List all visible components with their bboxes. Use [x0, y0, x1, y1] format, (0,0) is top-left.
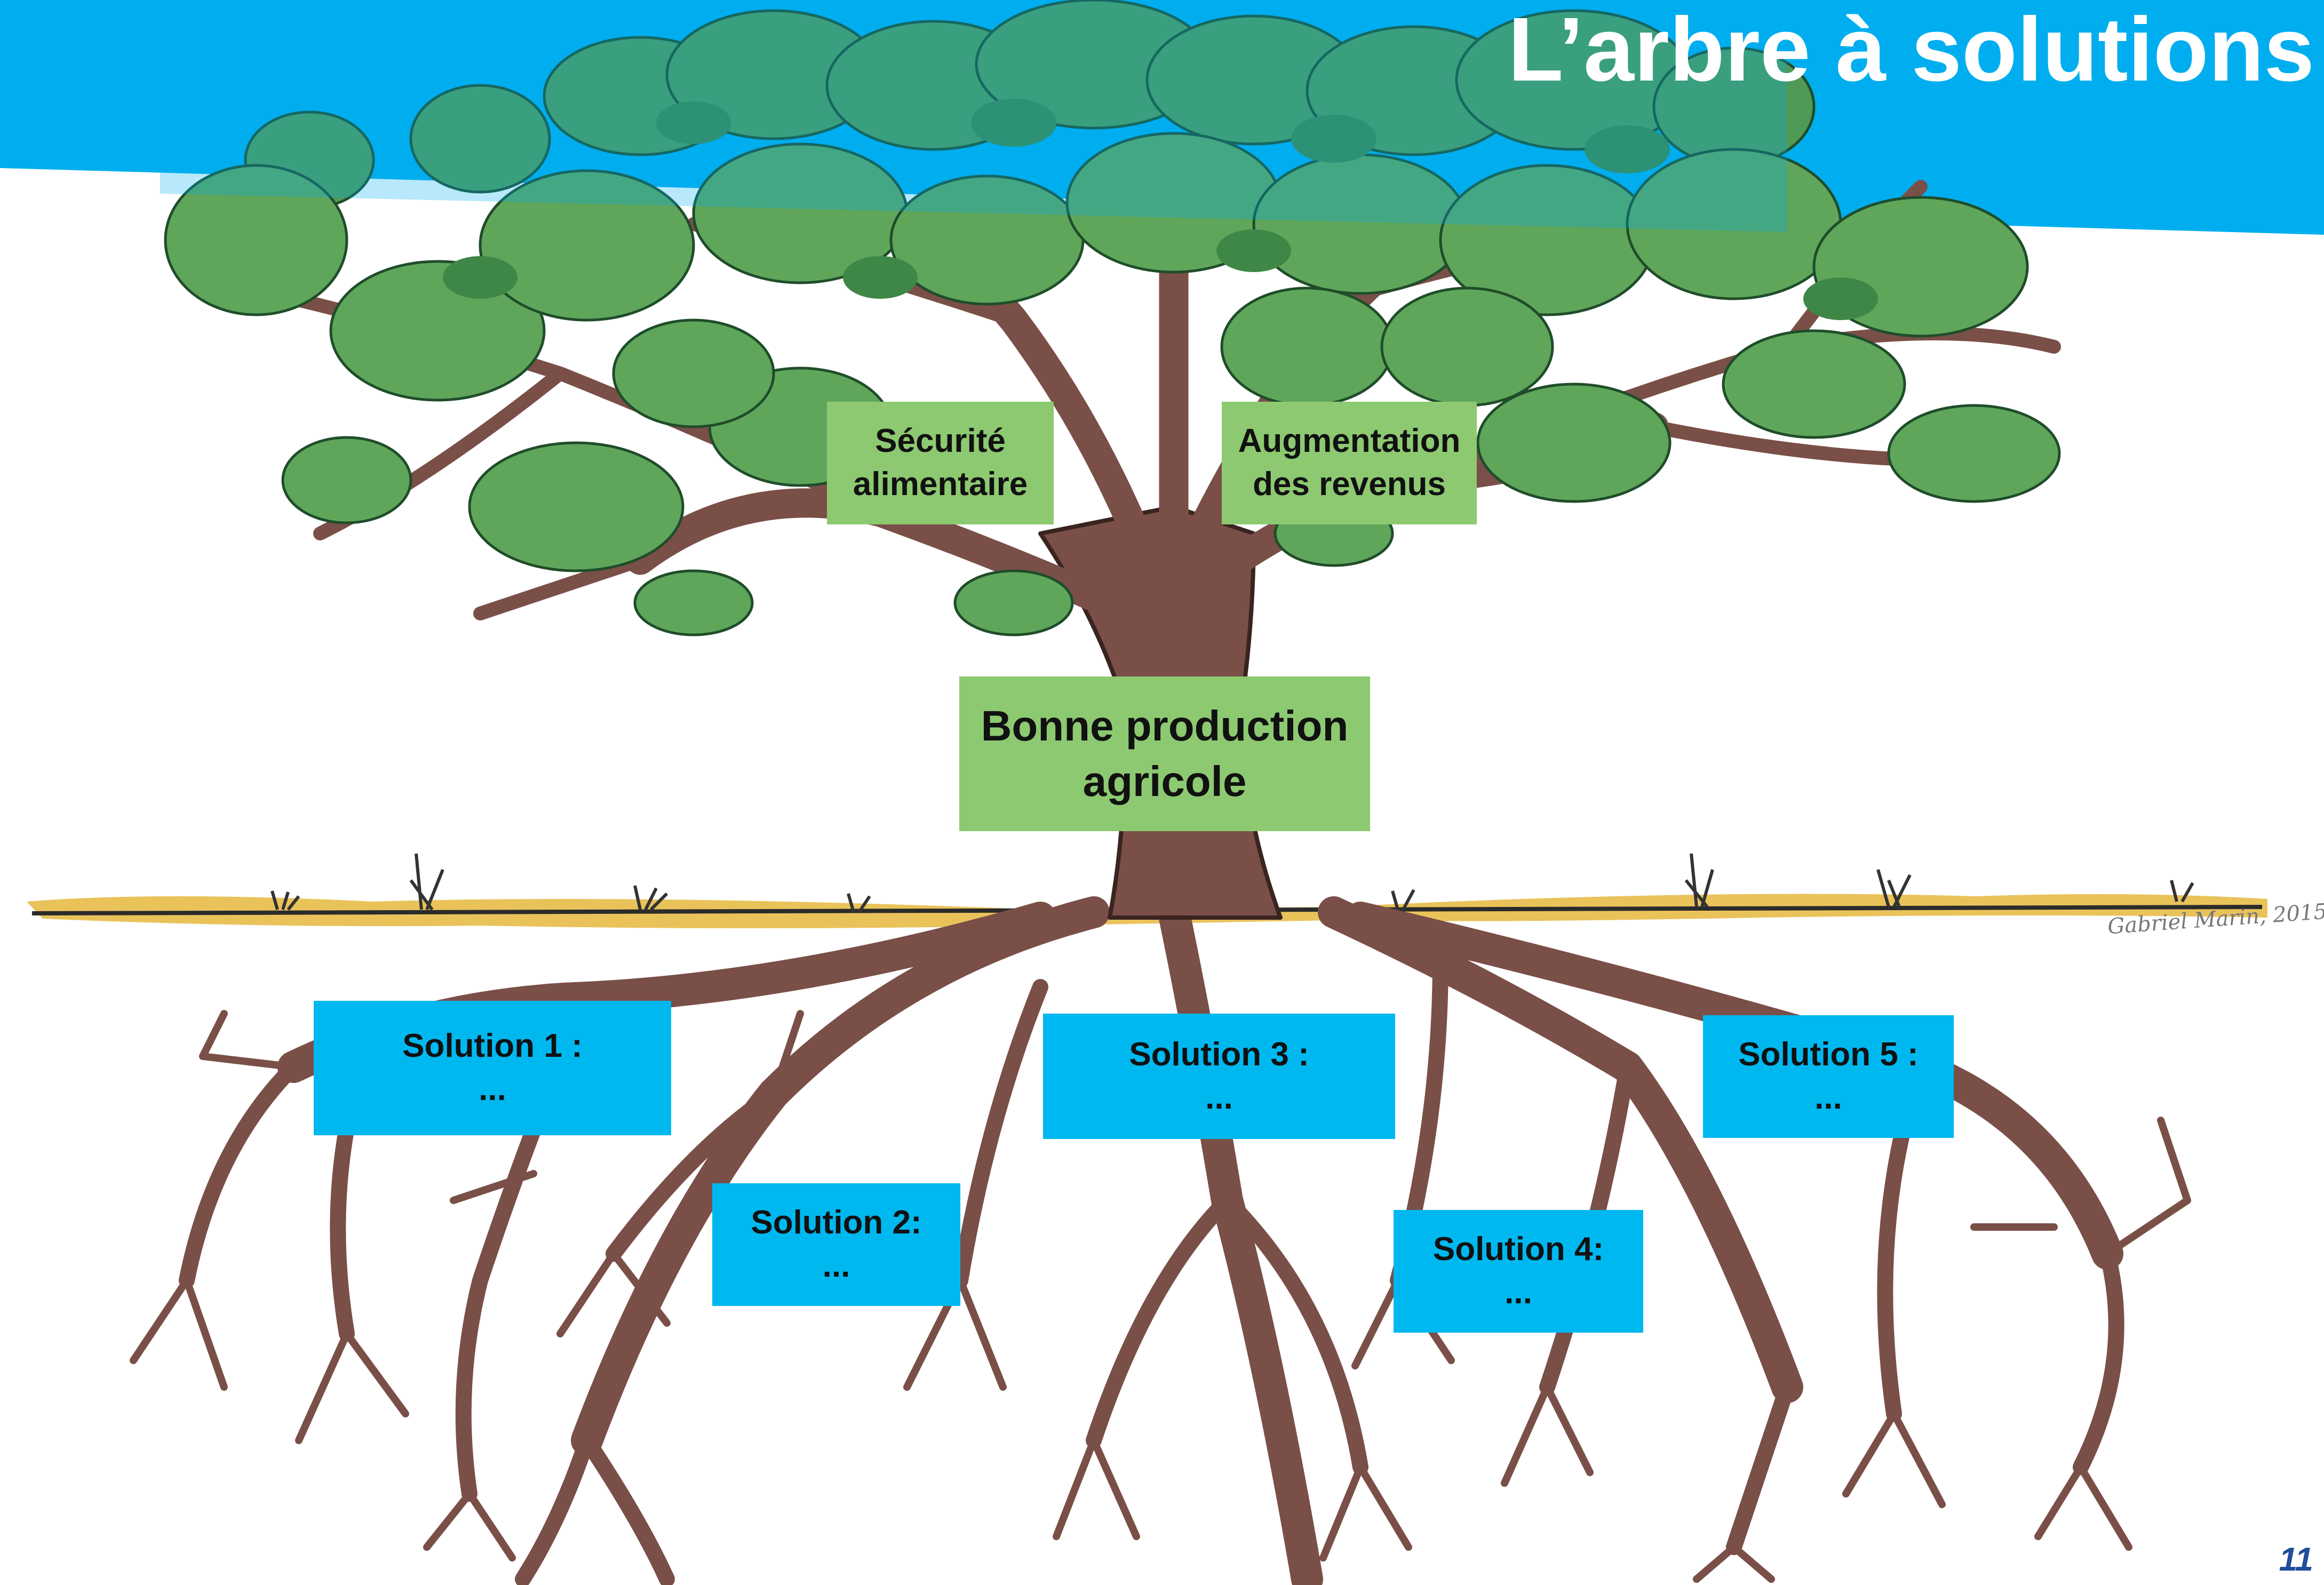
solution-label: Solution 3 : [1129, 1036, 1309, 1073]
solution-box-3: Solution 3 : ... [1043, 1014, 1395, 1139]
banner-overlay [160, 0, 1787, 232]
solution-box-2: Solution 2: ... [712, 1183, 960, 1306]
fruit-box-line-1: Sécurité [875, 423, 1006, 460]
trunk-box-line-1: Bonne production [981, 702, 1349, 750]
solution-label: Solution 5 : [1738, 1036, 1919, 1073]
fruit-box-line-2: des revenus [1253, 466, 1446, 503]
solution-label: Solution 4: [1432, 1231, 1604, 1268]
solution-label: Solution 2: [751, 1204, 922, 1241]
solution-placeholder: ... [1505, 1274, 1532, 1311]
solution-box-1: Solution 1 : ... [314, 1001, 671, 1135]
solution-placeholder: ... [479, 1071, 506, 1108]
solution-box-4: Solution 4: ... [1394, 1210, 1643, 1333]
solution-placeholder: ... [822, 1247, 850, 1284]
trunk-box-line-2: agricole [1083, 758, 1247, 805]
solution-placeholder: ... [1814, 1079, 1842, 1116]
fruit-box-line-1: Augmentation [1238, 423, 1461, 460]
fruit-box-income-increase: Augmentation des revenus [1222, 402, 1477, 524]
solution-placeholder: ... [1205, 1079, 1233, 1116]
solution-label: Solution 1 : [402, 1028, 583, 1065]
foliage [164, 0, 2061, 636]
fruit-box-food-security: Sécurité alimentaire [827, 402, 1054, 524]
slide-title: L’arbre à solutions [1508, 0, 2315, 100]
trunk-box-good-production: Bonne production agricole [959, 676, 1370, 831]
page-number: 11 [2279, 1541, 2313, 1578]
fruit-box-line-2: alimentaire [853, 466, 1028, 503]
solution-box-5: Solution 5 : ... [1703, 1015, 1954, 1138]
